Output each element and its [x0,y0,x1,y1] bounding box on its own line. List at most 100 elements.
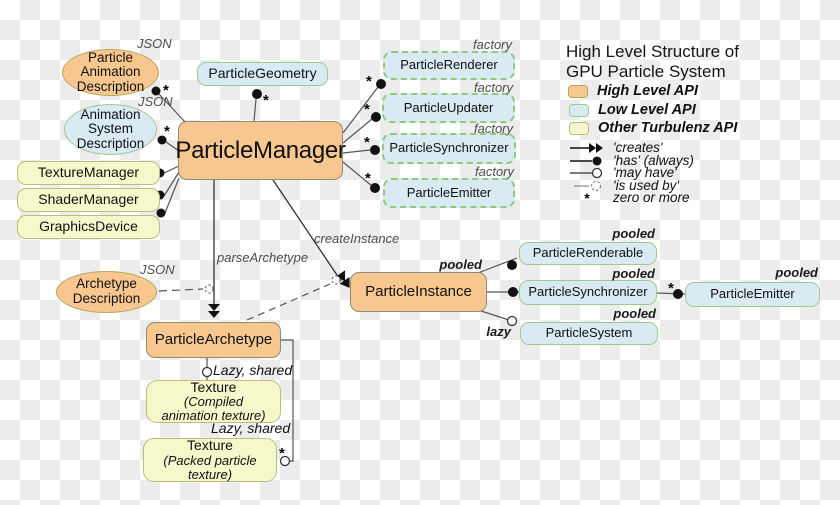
node-particle-renderer: ParticleRenderer [383,51,515,80]
node-sublabel: (Packed particle texture) [163,452,257,482]
star-marker: * [668,280,674,297]
node-label: ParticleRenderer [400,57,498,73]
creates-arrow-create-instance [272,179,350,288]
label-lazy-shared-packed: Lazy, shared [211,420,291,436]
low-level-swatch [569,103,589,117]
node-label: ParticleRenderable [532,245,644,261]
legend-relation-is-used-by: 'is used by' [569,179,679,192]
label-factory-updater: factory [473,80,513,95]
legend-swatch-high-level: High Level API [568,84,698,99]
label-pooled-synchronizer: pooled [612,266,655,281]
edge-texturemanager-manager [163,165,180,174]
star-marker: * [366,73,372,90]
node-label: Texture [187,437,233,454]
edge-instance-system [477,309,510,321]
node-particle-manager: ParticleManager [175,121,346,180]
node-particle-synchronizer-factory: ParticleSynchronizer [382,133,516,164]
legend-relation-label: 'may have' [613,165,677,181]
edge-geometry-manager [253,98,257,122]
node-label: ParticleSynchronizer [389,140,509,156]
label-pooled-emitter: pooled [775,265,818,280]
node-label: ParticleEmitter [710,286,795,302]
legend-swatch-label: Other Turbulenz API [598,120,738,136]
has-circle-icon [570,156,602,165]
node-graphics-device: GraphicsDevice [17,215,160,239]
is-used-by-markers [204,275,341,294]
label-json-archetype: JSON [140,262,175,277]
node-label: ParticleArchetype [154,330,273,348]
other-api-swatch [569,121,589,135]
creates-arrow-icon [570,142,603,153]
star-marker: * [364,101,370,118]
label-factory-emitter: factory [474,164,514,179]
legend-relation-has: 'has' (always) [569,154,694,167]
legend-relation-label: 'has' (always) [613,152,694,168]
node-label: ParticleEmitter [406,184,492,200]
node-sublabel: (Compiled animation texture) [161,394,266,424]
node-label: ParticleUpdater [403,99,494,115]
node-archetype-description: Archetype Description [56,271,157,313]
node-particle-archetype: ParticleArchetype [146,322,281,358]
node-label: Texture [190,378,237,395]
node-texture-compiled: Texture (Compiled animation texture) [146,378,281,424]
node-particle-synchronizer-pooled: ParticleSynchronizer [519,280,657,305]
legend-title: High Level Structure of GPU Particle Sys… [566,42,739,81]
asterisk-icon: * [584,189,590,206]
edge-archetype-description-parse [158,288,204,292]
label-create-instance: createInstance [314,231,400,246]
legend-swatch-low-level: Low Level API [569,103,696,118]
legend-relation-zero-or-more: * zero or more [569,189,690,206]
node-particle-system: ParticleSystem [520,322,658,345]
legend-relation-label: zero or more [613,189,690,205]
label-pooled-system: pooled [613,306,656,321]
edge-manager-updater [342,118,373,144]
label-pooled-instance: pooled [439,257,482,272]
node-label: ShaderManager [38,191,139,208]
node-particle-emitter-pooled: ParticleEmitter [685,282,820,307]
node-label: ParticleManager [175,136,346,164]
star-marker: * [164,123,170,140]
node-label: ParticleInstance [365,282,472,300]
node-particle-animation-description: Particle Animation Description [62,49,159,96]
label-lazy-shared-compiled: Lazy, shared [213,362,293,378]
edge-manager-emitter [342,161,373,187]
node-label: ParticleSystem [545,325,633,341]
node-particle-instance: ParticleInstance [350,272,487,312]
may-have-circle-icon [570,167,603,179]
node-label: ParticleGeometry [208,65,317,82]
may-have-markers [201,315,518,467]
is-used-by-circle-icon [574,180,602,191]
has-markers [151,79,683,299]
node-label: ParticleSynchronizer [528,284,648,300]
node-label: Animation System Description [76,106,145,151]
edge-manager-renderer [342,86,379,134]
legend-relation-may-have: 'may have' [569,165,677,181]
label-factory-synchronizer: factory [473,121,513,136]
star-marker: * [263,92,269,109]
node-shader-manager: ShaderManager [17,188,160,212]
node-label: Particle Animation Description [76,49,145,94]
node-texture-manager: TextureManager [17,161,160,185]
label-pooled-renderable: pooled [612,226,655,241]
node-texture-packed: Texture (Packed particle texture) [143,438,277,482]
legend-relation-label: 'creates' [613,139,663,155]
node-label: GraphicsDevice [39,218,138,235]
label-parse-archetype: parseArchetype [217,250,309,265]
node-label: Archetype Description [72,276,141,306]
node-particle-renderable: ParticleRenderable [519,242,657,265]
label-factory-renderer: factory [472,37,512,52]
node-animation-system-description: Animation System Description [64,104,157,155]
legend-swatch-label: Low Level API [598,102,696,118]
star-marker: * [364,134,370,151]
edge-animation-description-manager [158,93,187,124]
star-marker: * [163,82,169,99]
legend-relation-label: 'is used by' [613,177,679,193]
legend-swatch-other: Other Turbulenz API [569,121,737,136]
node-particle-geometry: ParticleGeometry [197,62,328,86]
high-level-swatch [568,84,588,98]
edge-system-description-manager [165,141,180,152]
label-json-particle-animation: JSON [137,36,172,51]
legend-swatch-label: High Level API [597,83,698,99]
creates-arrow-parse-archetype [208,180,220,318]
